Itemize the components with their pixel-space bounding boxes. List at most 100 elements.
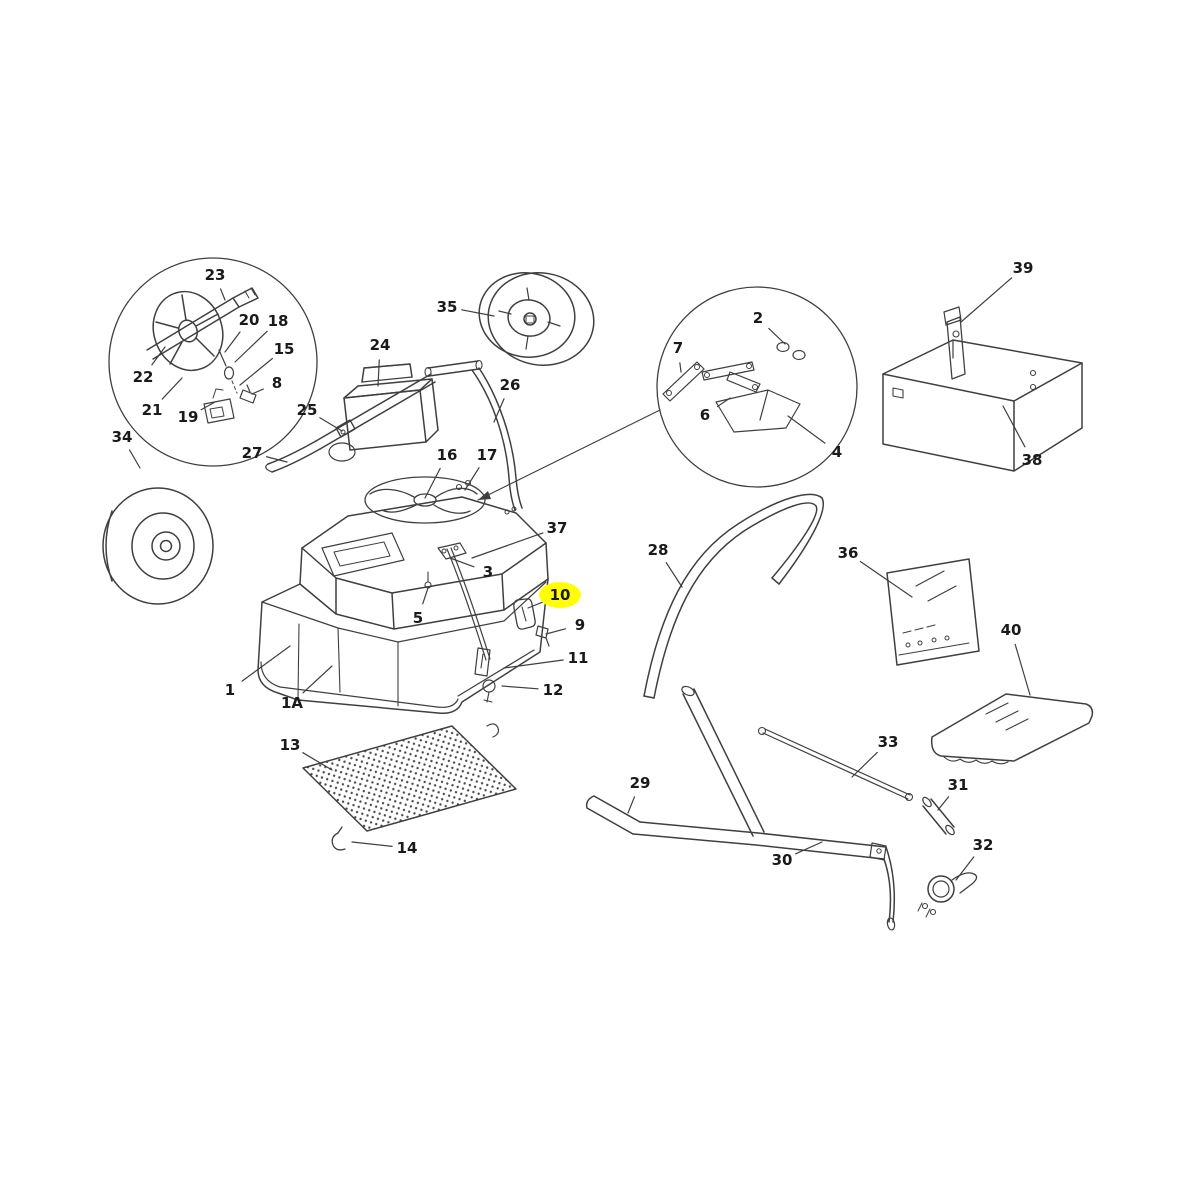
callout-leader-line	[795, 841, 823, 855]
callout-leader-line	[302, 665, 333, 694]
callout-leader-line	[768, 327, 786, 345]
part-callout-20[interactable]: 20	[224, 311, 260, 353]
part-number-label: 32	[973, 836, 994, 854]
part-number-label: 20	[239, 311, 260, 329]
clip-14-drawing	[331, 826, 346, 851]
part-callout-16[interactable]: 16	[424, 446, 457, 499]
part-number-label: 39	[1013, 259, 1034, 277]
callout-leader-line	[493, 398, 505, 423]
callout-leader-line	[422, 587, 429, 605]
part-number-label: 28	[648, 541, 669, 559]
part-number-label: 30	[772, 851, 793, 869]
callout-leader-line	[503, 659, 564, 669]
part-callout-35[interactable]: 35	[437, 298, 495, 317]
part-callout-8[interactable]: 8	[251, 374, 282, 395]
part-callout-39[interactable]: 39	[960, 259, 1034, 323]
deck-body-drawing	[257, 496, 549, 715]
inset-pointer-line	[477, 409, 661, 501]
part-callout-5[interactable]: 5	[413, 587, 429, 627]
callout-leader-line	[200, 401, 216, 411]
part-number-label: 14	[397, 839, 418, 857]
part-callout-33[interactable]: 33	[851, 733, 899, 778]
part-number-label: 2	[753, 309, 763, 327]
part-number-label: 31	[948, 776, 969, 794]
part-number-label: 21	[142, 401, 163, 419]
callout-leader-line	[787, 415, 826, 444]
part-number-label: 18	[268, 312, 289, 330]
part-number-label: 19	[178, 408, 199, 426]
part-callout-25[interactable]: 25	[297, 401, 343, 432]
part-number-label: 9	[575, 616, 585, 634]
part-callout-34[interactable]: 34	[112, 428, 141, 469]
part-number-label: 8	[272, 374, 282, 392]
part-callout-38[interactable]: 38	[1002, 405, 1043, 469]
callout-leader-line	[241, 645, 291, 682]
part-number-label: 36	[838, 544, 859, 562]
part-callout-3[interactable]: 3	[449, 557, 493, 581]
part-callout-29[interactable]: 29	[627, 774, 651, 814]
part-number-label: 27	[242, 444, 263, 462]
part-number-label: 23	[205, 266, 226, 284]
callout-leader-line	[224, 331, 241, 353]
callout-leader-line	[955, 856, 975, 881]
part-callout-4[interactable]: 4	[787, 415, 842, 461]
part-callout-1[interactable]: 1	[225, 645, 291, 699]
callout-leader-line	[1002, 405, 1026, 448]
part-callout-17[interactable]: 17	[464, 446, 498, 491]
part-callout-26[interactable]: 26	[493, 376, 520, 423]
part-callout-18[interactable]: 18	[234, 312, 289, 363]
callout-leader-line	[1014, 643, 1031, 696]
part-callout-36[interactable]: 36	[838, 544, 913, 598]
part-callout-14[interactable]: 14	[351, 839, 418, 857]
part-number-label: 29	[630, 774, 651, 792]
wheel-34-drawing	[102, 487, 214, 605]
part-number-label: 15	[274, 340, 295, 358]
part-callout-2[interactable]: 2	[753, 309, 786, 345]
part-callout-23[interactable]: 23	[205, 266, 226, 301]
part-callout-24[interactable]: 24	[370, 336, 391, 387]
part-callout-37[interactable]: 37	[471, 519, 568, 559]
callout-leader-line	[128, 449, 141, 469]
part-number-label: 33	[878, 733, 899, 751]
callout-leader-line	[239, 357, 273, 386]
callout-leader-line	[319, 417, 343, 432]
part-callout-12[interactable]: 12	[501, 681, 563, 699]
mesh-screen-drawing	[302, 723, 517, 832]
part-callout-30[interactable]: 30	[772, 841, 823, 869]
part-number-label: 35	[437, 298, 458, 316]
part-callout-31[interactable]: 31	[937, 776, 969, 811]
part-number-label: 38	[1022, 451, 1043, 469]
part-callout-27[interactable]: 27	[242, 444, 288, 463]
kit-bag-36-drawing	[886, 558, 980, 666]
callout-leader-line	[377, 359, 380, 387]
part-callout-22[interactable]: 22	[133, 346, 166, 386]
part-callout-6[interactable]: 6	[700, 397, 731, 424]
bracket-32-drawing	[917, 872, 978, 918]
part-callout-7[interactable]: 7	[673, 339, 683, 373]
callout-leader-line	[501, 685, 539, 690]
inset-hardware-detail	[656, 286, 858, 488]
part-callout-11[interactable]: 11	[503, 649, 588, 669]
part-callout-19[interactable]: 19	[178, 401, 216, 426]
part-callout-15[interactable]: 15	[239, 340, 295, 386]
callout-leader-line	[461, 309, 495, 317]
part-callout-40[interactable]: 40	[1001, 621, 1031, 696]
callout-leader-line	[302, 752, 333, 771]
part-callout-21[interactable]: 21	[142, 377, 183, 419]
wheel-35-drawing	[478, 272, 595, 366]
part-callout-28[interactable]: 28	[648, 541, 683, 588]
callout-leader-line	[851, 751, 878, 778]
part-callout-9[interactable]: 9	[545, 616, 585, 635]
callout-leader-line	[351, 841, 393, 847]
part-number-label: 40	[1001, 621, 1022, 639]
part-callout-32[interactable]: 32	[955, 836, 994, 881]
part-callout-10[interactable]: 10	[527, 582, 581, 609]
part-number-label: 17	[477, 446, 498, 464]
part-number-label: 1A	[281, 694, 303, 712]
handle-28-drawing	[643, 493, 824, 699]
part-number-label: 4	[832, 443, 842, 461]
part-number-label: 37	[547, 519, 568, 537]
callout-leader-line	[424, 467, 441, 499]
part-callout-1A[interactable]: 1A	[281, 665, 333, 712]
part-callout-13[interactable]: 13	[280, 736, 333, 771]
